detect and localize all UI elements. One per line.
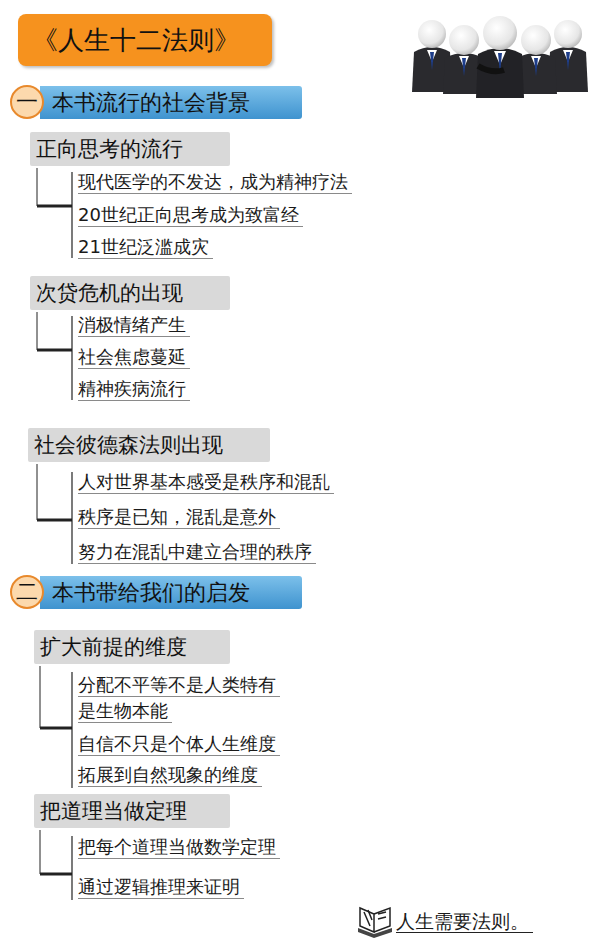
section-number: 一 [10, 85, 44, 119]
topic-box: 次贷危机的出现 [30, 276, 230, 310]
item-text: 社会焦虑蔓延 [78, 346, 190, 369]
item-text: 分配不平等不是人类特有 [78, 674, 280, 697]
item-text: 秩序是已知，混乱是意外 [78, 506, 280, 529]
node-text: 二 [16, 577, 38, 607]
node-text: 本书流行的社会背景 [52, 88, 250, 118]
section-number: 二 [10, 575, 44, 609]
item-text: 现代医学的不发达，成为精神疗法 [78, 171, 352, 194]
item-text: 通过逻辑推理来证明 [78, 876, 244, 899]
node-text: 次贷危机的出现 [36, 279, 183, 307]
book-icon [358, 908, 392, 938]
item-text: 21世纪泛滥成灾 [78, 236, 213, 259]
item-text: 精神疾病流行 [78, 378, 190, 401]
node-text: 本书带给我们的启发 [52, 578, 250, 608]
topic-box: 把道理当做定理 [34, 794, 230, 828]
item-text: 20世纪正向思考成为致富经 [78, 204, 303, 227]
item-text: 努力在混乱中建立合理的秩序 [78, 541, 316, 564]
node-text: 扩大前提的维度 [40, 633, 187, 661]
node-text: 社会彼德森法则出现 [34, 431, 223, 459]
item-text: 消极情绪产生 [78, 314, 190, 337]
item-text: 人对世界基本感受是秩序和混乱 [78, 471, 334, 494]
node-text: 一 [16, 87, 38, 117]
section-band: 本书流行的社会背景 [40, 86, 302, 119]
topic-box: 正向思考的流行 [30, 132, 230, 166]
node-text: 正向思考的流行 [36, 135, 183, 163]
section-band: 本书带给我们的启发 [40, 576, 302, 609]
item-text: 拓展到自然现象的维度 [78, 764, 262, 787]
title-text: 《人生十二法则》 [32, 23, 240, 58]
topic-box: 扩大前提的维度 [34, 630, 230, 664]
title-box: 《人生十二法则》 [18, 14, 272, 66]
item-text: 是生物本能 [78, 700, 172, 723]
people-illustration [412, 16, 588, 98]
item-text: 把每个道理当做数学定理 [78, 836, 280, 859]
item-text: 自信不只是个体人生维度 [78, 733, 280, 756]
topic-box: 社会彼德森法则出现 [28, 428, 270, 462]
node-text: 把道理当做定理 [40, 797, 187, 825]
footer-note: 人生需要法则。 [396, 910, 533, 933]
